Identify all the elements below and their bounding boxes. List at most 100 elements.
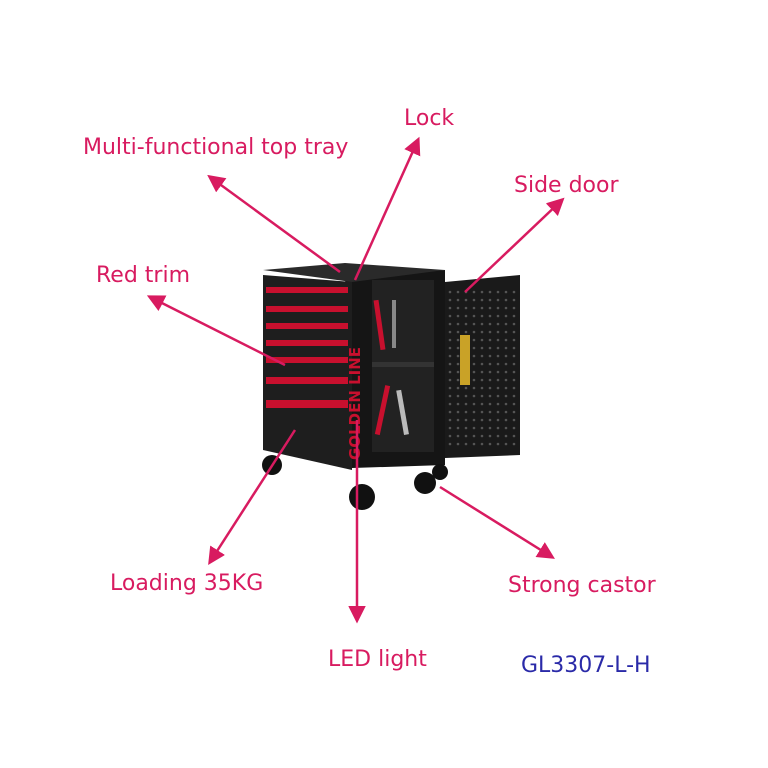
pegboard-hole xyxy=(464,434,468,438)
pegboard-hole xyxy=(448,306,452,310)
pegboard-hole xyxy=(496,394,500,398)
pegboard-hole xyxy=(488,362,492,366)
pegboard-hole xyxy=(488,306,492,310)
red-trim-arrow xyxy=(146,295,286,367)
pegboard-hole xyxy=(464,314,468,318)
callout-arrows xyxy=(146,136,565,624)
drawer-trim xyxy=(266,357,348,363)
pegboard-hole xyxy=(512,306,516,310)
pegboard-hole xyxy=(480,338,484,342)
strong-castor-arrow xyxy=(439,485,555,559)
pegboard-hole xyxy=(488,410,492,414)
pegboard-hole xyxy=(496,442,500,446)
pegboard-hole xyxy=(512,290,516,294)
pegboard-hole xyxy=(504,362,508,366)
pegboard-hole xyxy=(504,322,508,326)
pegboard-hole xyxy=(448,378,452,382)
pegboard-hole xyxy=(488,354,492,358)
pegboard-hole xyxy=(504,394,508,398)
pegboard-hole xyxy=(488,426,492,430)
pegboard-hole xyxy=(496,402,500,406)
drawers xyxy=(266,287,348,408)
pegboard-hole xyxy=(504,370,508,374)
pegboard-hole xyxy=(480,442,484,446)
cabinet-front xyxy=(263,275,352,470)
pegboard-hole xyxy=(456,434,460,438)
pegboard-hole xyxy=(480,346,484,350)
pegboard-hole xyxy=(496,434,500,438)
pegboard-hole xyxy=(480,434,484,438)
top-tray-label: Multi-functional top tray xyxy=(83,135,349,160)
pegboard-hole xyxy=(456,442,460,446)
pegboard-hole xyxy=(472,314,476,318)
pegboard-hole xyxy=(512,330,516,334)
led-light-label: LED light xyxy=(328,647,427,672)
pegboard-hole xyxy=(496,314,500,318)
pegboard-hole xyxy=(472,290,476,294)
pegboard-hole xyxy=(512,394,516,398)
pegboard-hole xyxy=(456,362,460,366)
strong-castor-label: Strong castor xyxy=(508,573,656,598)
pegboard-hole xyxy=(448,442,452,446)
pegboard-hole xyxy=(512,298,516,302)
pegboard-hole xyxy=(512,442,516,446)
pegboard-hole xyxy=(480,314,484,318)
pegboard-hole xyxy=(472,346,476,350)
drawer-trim xyxy=(266,377,348,384)
pegboard-hole xyxy=(480,354,484,358)
pegboard-hole xyxy=(448,314,452,318)
drawer-trim xyxy=(266,323,348,329)
pegboard-hole xyxy=(472,354,476,358)
pegboard-hole xyxy=(504,386,508,390)
drawer-trim xyxy=(266,306,348,312)
pegboard-holes xyxy=(448,290,516,446)
door-hanging-tools xyxy=(460,335,470,385)
pegboard-hole xyxy=(472,442,476,446)
pegboard-hole xyxy=(504,410,508,414)
side-door-arrow xyxy=(464,197,565,293)
pegboard-hole xyxy=(488,394,492,398)
pegboard-hole xyxy=(512,418,516,422)
pegboard-hole xyxy=(456,402,460,406)
pegboard-hole xyxy=(480,402,484,406)
pegboard-hole xyxy=(480,378,484,382)
pegboard-hole xyxy=(448,362,452,366)
pegboard-hole xyxy=(488,370,492,374)
pegboard-hole xyxy=(448,322,452,326)
pegboard-hole xyxy=(456,322,460,326)
pegboard-hole xyxy=(480,410,484,414)
pegboard-hole xyxy=(464,394,468,398)
pegboard-hole xyxy=(512,410,516,414)
side-door xyxy=(445,275,520,458)
top-tray xyxy=(263,263,445,282)
pegboard-hole xyxy=(480,306,484,310)
pegboard-hole xyxy=(464,306,468,310)
pegboard-hole xyxy=(504,330,508,334)
lock-arrow xyxy=(353,136,421,281)
pegboard-hole xyxy=(488,418,492,422)
pegboard-hole xyxy=(472,434,476,438)
loading-arrow xyxy=(208,429,297,565)
pegboard-hole xyxy=(472,306,476,310)
pegboard-hole xyxy=(472,362,476,366)
pegboard-hole xyxy=(512,426,516,430)
pegboard-hole xyxy=(496,370,500,374)
pegboard-hole xyxy=(496,330,500,334)
pegboard-hole xyxy=(464,386,468,390)
pegboard-hole xyxy=(448,338,452,342)
red-trim-label: Red trim xyxy=(96,263,191,288)
pegboard-hole xyxy=(512,322,516,326)
pegboard-hole xyxy=(496,362,500,366)
pegboard-hole xyxy=(464,418,468,422)
pegboard-hole xyxy=(448,298,452,302)
pegboard-hole xyxy=(496,410,500,414)
pegboard-hole xyxy=(504,442,508,446)
pegboard-hole xyxy=(504,314,508,318)
pegboard-hole xyxy=(496,290,500,294)
pegboard-hole xyxy=(472,418,476,422)
pegboard-hole xyxy=(512,434,516,438)
pegboard-hole xyxy=(472,322,476,326)
pegboard-hole xyxy=(512,402,516,406)
pegboard-hole xyxy=(472,338,476,342)
